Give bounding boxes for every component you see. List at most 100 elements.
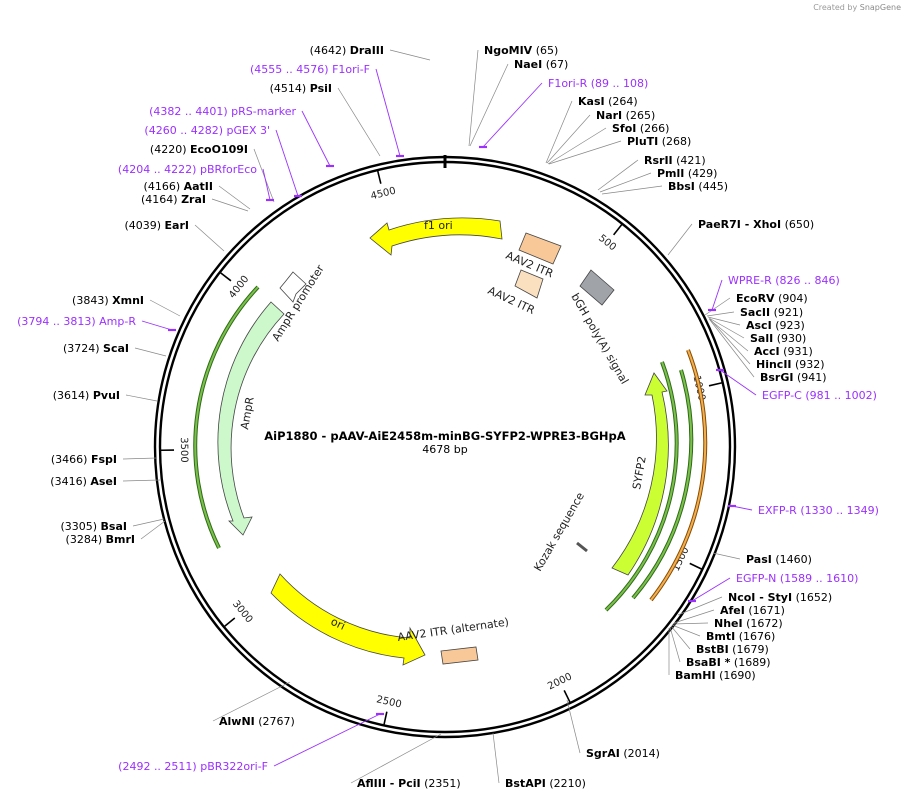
site-label[interactable]: NcoI - StyI (1652) — [728, 591, 832, 604]
site-label[interactable]: (4220) EcoO109I — [150, 143, 248, 156]
orf-orange-core — [650, 349, 707, 601]
site-position: (3843) — [72, 294, 109, 307]
feature-f1-ori[interactable]: f1 ori — [369, 217, 503, 256]
ampr-promoter-arrow[interactable] — [279, 271, 307, 303]
primer-range: (3794 .. 3813) — [17, 315, 96, 328]
primer-label[interactable]: (3794 .. 3813) Amp-R — [17, 315, 136, 328]
site-position: (650) — [785, 218, 815, 231]
site-label[interactable]: NgoMIV (65) — [484, 44, 558, 57]
site-label[interactable]: (4514) PsiI — [270, 82, 332, 95]
primer-range: (2492 .. 2511) — [118, 760, 197, 773]
ori-arrow[interactable] — [270, 573, 426, 666]
site-label[interactable]: BamHI (1690) — [675, 669, 756, 682]
aav2-itr-alt-box[interactable] — [440, 646, 479, 665]
leader-line — [671, 624, 701, 637]
feature-ampr[interactable]: AmpR — [217, 301, 285, 536]
leader-line — [709, 319, 755, 378]
primer-label[interactable]: (4382 .. 4401) pRS-marker — [149, 105, 296, 118]
site-label[interactable]: BstAPI (2210) — [505, 777, 586, 790]
site-label[interactable]: AfeI (1671) — [720, 604, 785, 617]
site-label[interactable]: NaeI (67) — [514, 58, 568, 71]
bgh-polya-box[interactable] — [579, 269, 615, 306]
site-label[interactable]: AccI (931) — [754, 345, 813, 358]
feature-sypf2[interactable]: SYFP2 — [611, 372, 669, 576]
snapgene-logo: SnapGene — [859, 3, 901, 12]
site-label[interactable]: PasI (1460) — [746, 553, 812, 566]
site-label[interactable]: (3724) ScaI — [63, 342, 129, 355]
site-position: (1679) — [732, 643, 769, 656]
site-name: ScaI — [103, 342, 129, 355]
site-label[interactable]: AscI (923) — [746, 319, 805, 332]
site-label[interactable]: PaeR7I - XhoI (650) — [698, 218, 814, 231]
site-label[interactable]: RsrII (421) — [644, 154, 706, 167]
site-label[interactable]: BbsI (445) — [668, 180, 728, 193]
site-label[interactable]: SfoI (266) — [612, 122, 669, 135]
leader-line — [545, 100, 573, 164]
site-label[interactable]: (3416) AseI — [50, 475, 117, 488]
ampr-arrow[interactable] — [217, 301, 285, 536]
aav2-itr-1-box[interactable] — [518, 232, 562, 265]
site-position: (1671) — [748, 604, 785, 617]
feature-aav2-itr-2[interactable]: AAV2 ITR — [486, 269, 544, 317]
primer-label[interactable]: (2492 .. 2511) pBR322ori-F — [118, 760, 268, 773]
primer-label[interactable]: (4204 .. 4222) pBRforEco — [118, 163, 257, 176]
feature-kozak[interactable]: Kozak sequence — [531, 490, 588, 574]
primer-label[interactable]: EXFP-R (1330 .. 1349) — [758, 504, 879, 517]
f1-ori-arrow[interactable] — [369, 217, 503, 256]
site-label[interactable]: NheI (1672) — [714, 617, 783, 630]
leader-line — [548, 140, 622, 165]
site-label[interactable]: SacII (921) — [740, 306, 803, 319]
kozak-mark[interactable] — [576, 541, 588, 553]
site-label[interactable]: HincII (932) — [756, 358, 825, 371]
site-label[interactable]: SgrAI (2014) — [586, 747, 660, 760]
site-label[interactable]: (4642) DraIII — [310, 44, 384, 57]
site-position: (4642) — [310, 44, 347, 57]
primer-label[interactable]: (4555 .. 4576) F1ori-F — [250, 63, 370, 76]
feature-aav2-itr-1[interactable]: AAV2 ITR — [504, 232, 562, 281]
primer-label[interactable]: WPRE-R (826 .. 846) — [728, 274, 840, 287]
site-label[interactable]: PluTI (268) — [627, 135, 691, 148]
site-label[interactable]: (3614) PvuI — [53, 389, 120, 402]
site-position: (2210) — [549, 777, 586, 790]
tick-label-500: 500 — [596, 233, 618, 253]
primer-label[interactable]: EGFP-N (1589 .. 1610) — [736, 572, 858, 585]
leader-line — [706, 311, 735, 317]
aav2-itr-2-box[interactable] — [514, 269, 544, 299]
site-label[interactable]: (3843) XmnI — [72, 294, 144, 307]
feature-ampr-promoter[interactable]: AmpR promoter — [270, 262, 328, 343]
primer-range: (4555 .. 4576) — [250, 63, 329, 76]
site-label[interactable]: BsaBI * (1689) — [686, 656, 771, 669]
site-label[interactable]: (4039) EarI — [124, 219, 189, 232]
orf-lines — [193, 285, 708, 612]
site-label[interactable]: NarI (265) — [596, 109, 655, 122]
site-label[interactable]: (4164) ZraI — [141, 193, 206, 206]
site-name: BstAPI — [505, 777, 546, 790]
site-name: BstBI — [696, 643, 729, 656]
site-label[interactable]: EcoRV (904) — [736, 292, 808, 305]
site-label[interactable]: (3305) BsaI — [60, 520, 127, 533]
leader-line — [667, 223, 693, 256]
site-name: BsrGI — [760, 371, 793, 384]
site-label[interactable]: (3466) FspI — [51, 453, 117, 466]
primer-leader — [301, 110, 331, 167]
feature-bgh-polya[interactable]: bGH poly(A) signal — [568, 269, 631, 386]
feature-ori[interactable]: ori — [270, 573, 426, 666]
site-label[interactable]: BmtI (1676) — [706, 630, 775, 643]
site-name: AccI — [754, 345, 780, 358]
site-label[interactable]: PmlI (429) — [657, 167, 717, 180]
primer-label[interactable]: (4260 .. 4282) pGEX 3' — [144, 124, 270, 137]
primer-label[interactable]: EGFP-C (981 .. 1002) — [762, 389, 877, 402]
site-label[interactable]: BstBI (1679) — [696, 643, 769, 656]
site-label[interactable]: KasI (264) — [578, 95, 638, 108]
site-label[interactable]: BsrGI (941) — [760, 371, 827, 384]
primer-label[interactable]: F1ori-R (89 .. 108) — [548, 77, 648, 90]
sypf2-arrow[interactable] — [611, 372, 669, 576]
site-name: SacII — [740, 306, 770, 319]
leader-line — [350, 733, 442, 784]
site-label[interactable]: (3284) BmrI — [66, 533, 135, 546]
site-label[interactable]: AlwNI (2767) — [219, 715, 295, 728]
leader-line — [469, 63, 509, 147]
site-label[interactable]: AflIII - PciI (2351) — [357, 777, 461, 790]
site-label[interactable]: SalI (930) — [750, 332, 806, 345]
site-label[interactable]: (4166) AatII — [144, 180, 213, 193]
